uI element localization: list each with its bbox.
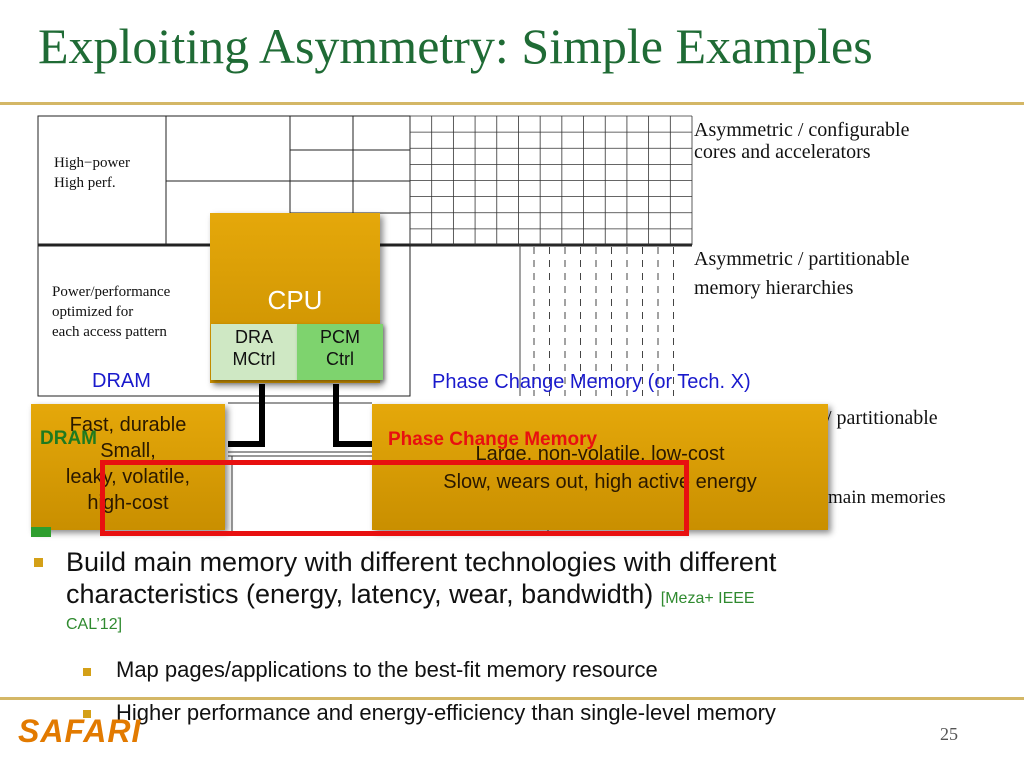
core-low-label-line: optimized for	[52, 304, 134, 320]
note-line: memory hierarchies	[694, 277, 854, 299]
main-bullet-line: characteristics (energy, latency, wear, …	[66, 578, 1006, 615]
sub-bullet-square-icon	[83, 668, 91, 676]
note-line: Asymmetric / configurable	[694, 119, 910, 141]
core-high-label-line: High perf.	[54, 175, 116, 191]
slide-title: Exploiting Asymmetry: Simple Examples	[38, 18, 873, 74]
note-main-memories: main memories	[828, 487, 946, 508]
note-line: Asymmetric / partitionable	[694, 248, 910, 270]
note-line: cores and accelerators	[694, 141, 871, 163]
dram-box-line: leaky, volatile,	[65, 466, 191, 488]
dram-box-overlay-label: DRAM	[40, 428, 97, 449]
dram-ctrl-line: MCtrl	[232, 349, 276, 369]
safari-logo: SAFARI	[18, 713, 142, 749]
main-bullet: Build main memory with different technol…	[66, 546, 1006, 635]
pcm-box: Large, non-volatile, low-cost Slow, wear…	[372, 404, 828, 530]
dram-box-line: Small,	[100, 440, 156, 462]
pcm-label: Phase Change Memory (or Tech. X)	[432, 371, 751, 393]
dram-box-line: Fast, durable	[69, 414, 187, 436]
core-low-label-line: each access pattern	[52, 324, 167, 340]
sub-bullet-square-icon	[83, 710, 91, 718]
main-bullet-text: characteristics (energy, latency, wear, …	[66, 579, 654, 609]
bullet-square-icon	[34, 558, 43, 567]
pcm-ctrl-line: PCM	[320, 327, 360, 347]
main-bullet-line: Build main memory with different technol…	[66, 547, 777, 577]
note-configurable-cores: Asymmetric / configurable cores and acce…	[694, 119, 910, 163]
pcm-box-overlay-label: Phase Change Memory	[388, 429, 598, 450]
note-partitionable: / partitionable	[826, 407, 938, 429]
dram-label: DRAM	[92, 370, 151, 392]
citation: CAL’12]	[66, 616, 123, 633]
dram-ctrl-line: DRA	[234, 327, 273, 347]
highlight-rectangle	[100, 460, 689, 536]
sub-bullet-performance: Higher performance and energy-efficiency…	[116, 700, 776, 725]
pcm-controller: PCM Ctrl	[297, 324, 383, 380]
core-high-label-line: High−power	[54, 155, 130, 171]
pcm-box-line: Large, non-volatile, low-cost	[475, 443, 725, 465]
page-number: 25	[940, 724, 958, 744]
dram-box-tab	[31, 527, 51, 537]
dram-controller: DRA MCtrl	[211, 324, 297, 380]
title-rule	[0, 102, 1024, 105]
dram-box: Fast, durable Small, leaky, volatile, hi…	[31, 404, 225, 530]
pcm-ctrl-line: Ctrl	[326, 349, 354, 369]
sub-bullet-best-fit: Map pages/applications to the best-fit m…	[116, 657, 658, 682]
optimized-core-label: Power/performance optimized for each acc…	[52, 282, 170, 342]
dram-box-line: high-cost	[87, 492, 169, 514]
cpu-label: CPU	[267, 285, 323, 315]
core-low-label-line: Power/performance	[52, 284, 171, 300]
citation: [Meza+ IEEE	[660, 590, 755, 607]
note-memory-hierarchies: Asymmetric / partitionable memory hierar…	[694, 248, 910, 299]
pcm-box-line: Slow, wears out, high active energy	[443, 471, 757, 493]
footer-rule	[0, 697, 1024, 700]
high-power-core-label: High−power High perf.	[54, 153, 130, 193]
